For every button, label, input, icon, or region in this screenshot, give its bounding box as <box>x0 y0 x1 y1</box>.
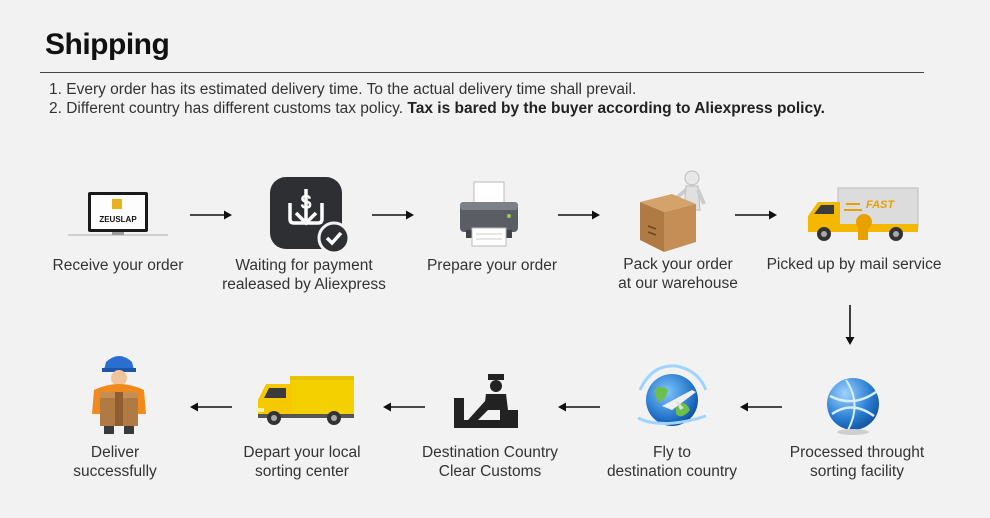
step-prepare-order: Prepare your order <box>412 256 572 275</box>
step-depart-local: Depart your local sorting center <box>224 443 380 481</box>
arrow-left-icon <box>558 402 600 412</box>
step-label: Processed throught <box>789 444 925 461</box>
courier-icon <box>84 352 154 434</box>
printer-icon <box>456 180 522 250</box>
note-2-bold: Tax is bared by the buyer according to A… <box>407 100 825 117</box>
note-1: 1. Every order has its estimated deliver… <box>49 81 637 98</box>
step-label-2: at our warehouse <box>618 275 738 292</box>
arrow-left-icon <box>740 402 782 412</box>
page-title: Shipping <box>45 28 170 61</box>
laptop-icon: ZEUSLAP <box>68 190 168 240</box>
step-pack-order: Pack your order at our warehouse <box>598 255 758 293</box>
arrow-down-icon <box>845 305 855 345</box>
step-processed-sorting: Processed throught sorting facility <box>772 443 942 481</box>
step-label-2: sorting center <box>255 463 349 480</box>
step-label: Pack your order <box>623 256 733 273</box>
svg-text:$: $ <box>300 192 311 214</box>
step-label-2: destination country <box>606 463 738 480</box>
payment-icon: $ <box>268 175 352 255</box>
step-fly-destination: Fly to destination country <box>592 443 752 481</box>
arrow-right-icon <box>372 210 414 220</box>
step-receive-order: Receive your order <box>40 256 196 275</box>
arrow-left-icon <box>383 402 425 412</box>
step-waiting-payment: Waiting for payment realeased by Aliexpr… <box>214 256 394 294</box>
step-label: Prepare your order <box>426 257 558 274</box>
shipping-notes: 1. Every order has its estimated deliver… <box>49 80 825 118</box>
step-label: Deliver <box>90 444 140 461</box>
title-divider <box>40 72 924 73</box>
step-deliver: Deliver successfully <box>40 443 190 481</box>
step-clear-customs: Destination Country Clear Customs <box>410 443 570 481</box>
package-icon <box>634 166 714 256</box>
step-label-2: sorting facility <box>810 463 904 480</box>
globe-icon <box>822 374 884 436</box>
customs-icon <box>452 372 520 430</box>
step-label: Destination Country <box>421 444 559 461</box>
note-2: 2. Different country has different custo… <box>49 99 825 118</box>
step-label: Waiting for payment <box>235 257 373 274</box>
step-label-2: realeased by Aliexpress <box>222 276 386 293</box>
step-picked-up: Picked up by mail service <box>762 255 946 274</box>
step-label-2: successfully <box>73 463 157 480</box>
note-2-text: 2. Different country has different custo… <box>49 100 408 117</box>
delivery-truck-icon: FAST <box>804 186 922 244</box>
step-label: Depart your local <box>243 444 361 461</box>
truck-text: FAST <box>866 199 895 211</box>
airplane-globe-icon <box>632 360 712 436</box>
step-label: Fly to <box>653 444 691 461</box>
arrow-left-icon <box>190 402 232 412</box>
arrow-right-icon <box>190 210 232 220</box>
step-label: Receive your order <box>52 257 184 274</box>
step-label: Picked up by mail service <box>766 256 942 273</box>
arrow-right-icon <box>735 210 777 220</box>
arrow-right-icon <box>558 210 600 220</box>
laptop-brand-text: ZEUSLAP <box>99 215 137 224</box>
van-icon <box>254 372 358 428</box>
step-label-2: Clear Customs <box>438 463 542 480</box>
